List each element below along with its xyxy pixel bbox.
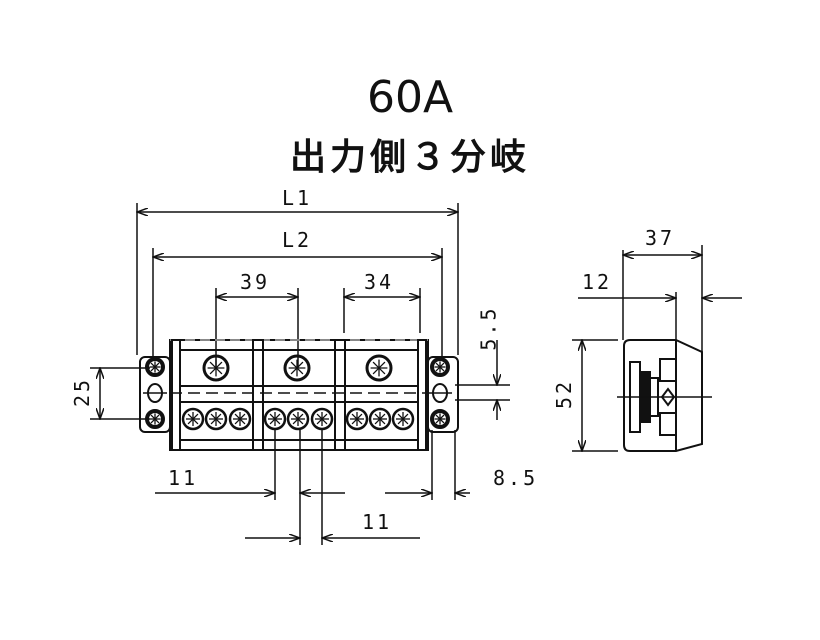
output-terminal-screw <box>228 407 252 431</box>
input-terminal-screw <box>365 354 393 382</box>
output-terminal-screw <box>345 407 369 431</box>
mounting-screw <box>145 357 165 377</box>
dim-37: 37 <box>645 226 676 250</box>
output-terminal-screw <box>391 407 415 431</box>
mounting-screw <box>430 409 450 429</box>
output-terminal-screw <box>181 407 205 431</box>
mounting-screw <box>430 357 450 377</box>
dimension-lines <box>100 212 742 538</box>
side-view-body <box>617 339 712 452</box>
mounting-screw <box>145 409 165 429</box>
output-terminal-screw <box>286 407 310 431</box>
dim-5-5: 5.5 <box>476 305 501 351</box>
output-terminal-screw <box>263 407 287 431</box>
dim-52: 52 <box>552 378 577 410</box>
dim-25: 25 <box>70 376 95 408</box>
dim-34: 34 <box>364 270 395 294</box>
output-terminal-screw <box>204 407 228 431</box>
input-terminal-screw <box>283 354 311 382</box>
input-terminal-screw <box>202 354 230 382</box>
drawing-subtitle: 出力側３分岐 <box>289 137 530 178</box>
dim-11-left: 11 <box>168 466 199 490</box>
dim-12: 12 <box>582 270 613 294</box>
drawing-title: 60A <box>366 72 454 123</box>
front-view-body <box>139 339 459 451</box>
dim-l2: L2 <box>282 228 313 252</box>
dim-l1: L1 <box>282 186 313 210</box>
dim-11-bottom: 11 <box>362 510 393 534</box>
dim-39: 39 <box>240 270 271 294</box>
terminal-screws <box>143 354 452 431</box>
dim-8-5: 8.5 <box>493 466 539 490</box>
output-terminal-screw <box>368 407 392 431</box>
output-terminal-screw <box>310 407 334 431</box>
